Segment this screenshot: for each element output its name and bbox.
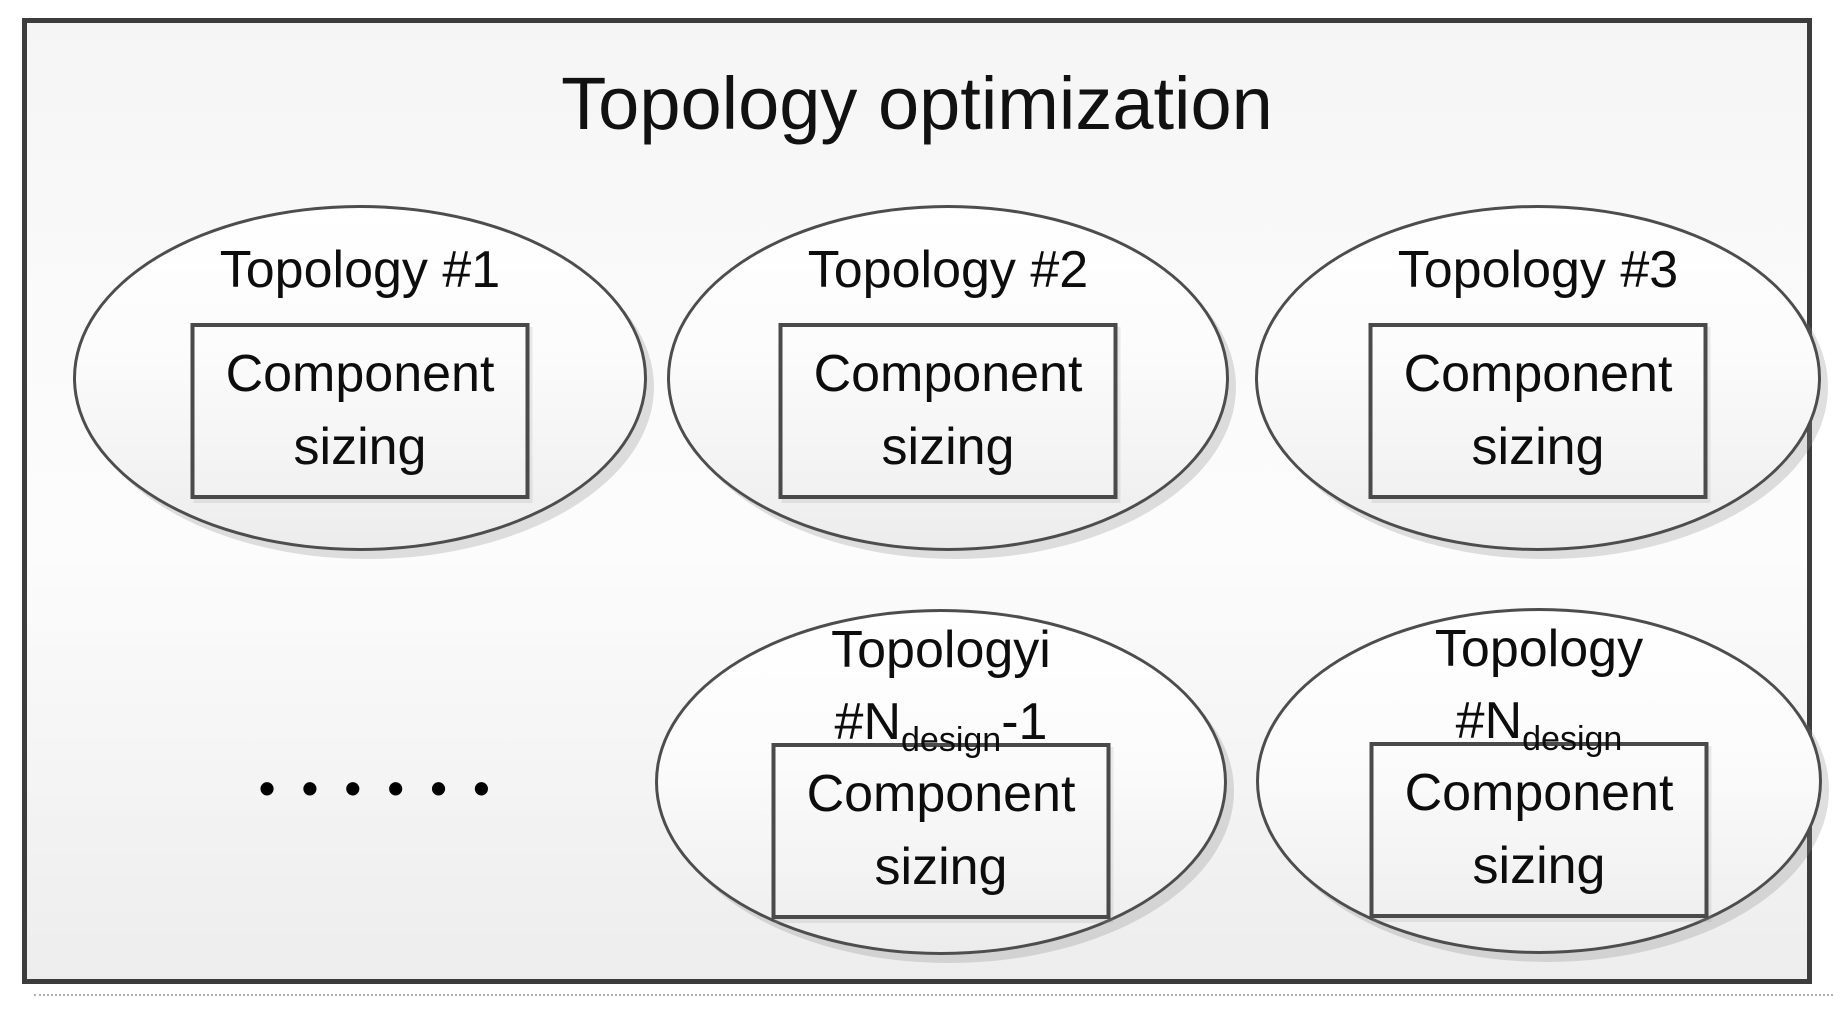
ellipsis-dots: • • • • • • [259, 762, 497, 814]
subscript-design: design [901, 721, 1002, 759]
component-sizing-label-1: Component sizing [225, 345, 495, 476]
ellipse-label-line2: #Ndesign [1455, 692, 1623, 758]
selection-dotted-line [34, 994, 1833, 996]
ellipse-label-line1: Topology [1434, 620, 1644, 678]
subscript-design: design [1522, 720, 1623, 758]
ellipse-topology-1: Topology #1 Component sizing [73, 205, 647, 551]
component-sizing-box-5: Component sizing [1369, 742, 1709, 918]
ellipse-topology-n: Topology #Ndesign Component sizing [1256, 608, 1822, 954]
component-sizing-label-3: Component sizing [1403, 345, 1673, 476]
ellipse-topology-3: Topology #3 Component sizing [1255, 205, 1821, 551]
ellipse-label-topology-2: Topology #2 [807, 241, 1089, 299]
component-sizing-box-3: Component sizing [1368, 323, 1708, 499]
ellipse-label-topology-1: Topology #1 [219, 241, 501, 299]
ellipse-label-topology-n-minus-1: Topologyi #Ndesign-1 [658, 614, 1224, 776]
ellipse-label-topology-n: Topology #Ndesign [1259, 613, 1819, 775]
ellipse-label-line1: Topologyi [831, 621, 1051, 679]
diagram-title: Topology optimization [561, 62, 1273, 145]
component-sizing-box-1: Component sizing [190, 323, 530, 499]
component-sizing-label-2: Component sizing [813, 345, 1083, 476]
ellipse-label-line2: #Ndesign-1 [834, 693, 1048, 759]
component-sizing-box-2: Component sizing [778, 323, 1118, 499]
component-sizing-label-4: Component sizing [806, 765, 1076, 896]
component-sizing-label-5: Component sizing [1404, 764, 1674, 895]
ellipse-topology-2: Topology #2 Component sizing [667, 205, 1229, 551]
slide-frame: Topology optimization Topology #1 Compon… [22, 18, 1822, 984]
component-sizing-box-4: Component sizing [771, 743, 1111, 919]
ellipse-label-topology-3: Topology #3 [1397, 241, 1679, 299]
ellipse-topology-n-minus-1: Topologyi #Ndesign-1 Component sizing [655, 609, 1227, 955]
